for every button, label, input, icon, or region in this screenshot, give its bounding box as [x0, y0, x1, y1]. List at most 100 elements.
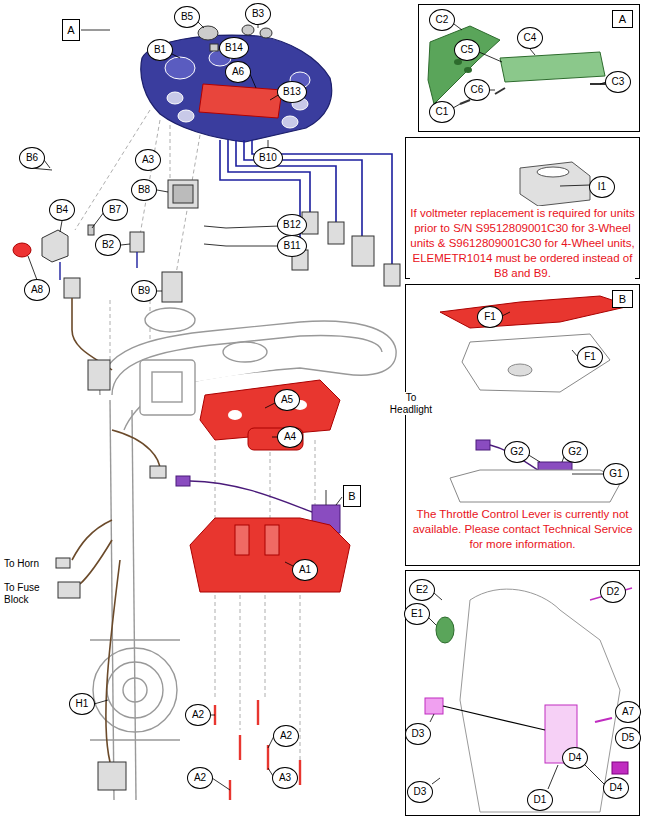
detail-key: B [343, 485, 361, 507]
callout-text: B4 [56, 205, 68, 215]
callout-text: B7 [109, 205, 121, 215]
wire-destination: To Headlight [385, 392, 437, 415]
inset-panel: A C2C4C5C1 C6 C3 [418, 4, 640, 132]
callout-number: G2 [504, 441, 530, 463]
callout-number: B1 [147, 39, 173, 61]
callout-text: C3 [612, 77, 625, 87]
callout-text: D2 [607, 587, 620, 597]
callout-text: D3 [412, 729, 425, 739]
callout-text: A7 [622, 707, 634, 717]
callout-text: F1 [584, 352, 596, 362]
callout-text: A8 [31, 285, 43, 295]
callout-text: B10 [259, 153, 277, 163]
callout-number: A2 [187, 767, 213, 789]
callout-number: E2 [409, 579, 435, 601]
callout-number: I1 [589, 176, 615, 198]
callout-number: A2 [185, 704, 211, 726]
callout-text: I1 [598, 182, 606, 192]
callout-number: A3 [272, 767, 298, 789]
callout-number: A1 [292, 559, 318, 581]
callout-number: F1 [577, 346, 603, 368]
callout-number: A5 [274, 389, 300, 411]
callout-text: D4 [610, 783, 623, 793]
callout-number: C4 [517, 27, 543, 49]
detail-key: A [612, 10, 633, 28]
callout-number: A7 [615, 701, 641, 723]
callout-text: A3 [279, 773, 291, 783]
wire-destination: To Horn [4, 558, 54, 570]
callout-text: A1 [299, 565, 311, 575]
callout-number: D4 [603, 777, 629, 799]
callout-text: G2 [510, 447, 523, 457]
callout-text: E2 [416, 585, 428, 595]
callout-text: C4 [524, 33, 537, 43]
callout-number: B6 [19, 147, 45, 169]
callout-number: F1 [477, 306, 503, 328]
callout-text: E1 [411, 609, 423, 619]
callout-text: C6 [471, 85, 484, 95]
callout-number: B13 [277, 81, 307, 103]
callout-text: A5 [281, 395, 293, 405]
note-text: The Throttle Control Lever is currently … [410, 507, 635, 552]
callout-text: B1 [154, 45, 166, 55]
callout-text: A2 [280, 731, 292, 741]
callout-text: C1 [436, 107, 449, 117]
callout-number: A3 [135, 149, 161, 171]
callout-number: H1 [69, 693, 95, 715]
callout-text: B2 [102, 240, 114, 250]
callout-text: A2 [194, 773, 206, 783]
callout-text: B8 [138, 185, 150, 195]
callout-text: B3 [252, 9, 264, 19]
callout-number: A8 [24, 279, 50, 301]
callout-text: B6 [26, 153, 38, 163]
note-text: If voltmeter replacement is required for… [410, 206, 635, 281]
callout-text: C5 [461, 45, 474, 55]
callout-text: G2 [568, 447, 581, 457]
callout-text: D3 [414, 787, 427, 797]
callout-number: A2 [273, 725, 299, 747]
callout-text: C2 [436, 15, 449, 25]
callout-text: A3 [142, 155, 154, 165]
callout-number: D3 [407, 781, 433, 803]
callout-number: C6 [464, 79, 490, 101]
callout-number: B7 [102, 199, 128, 221]
callout-number: C3 [605, 71, 631, 93]
callout-number: B2 [95, 234, 121, 256]
callout-number: A6 [225, 61, 251, 83]
callout-number: D2 [600, 581, 626, 603]
callout-number: C1 [429, 101, 455, 123]
callout-number: B4 [49, 199, 75, 221]
callout-number: C5 [454, 39, 480, 61]
callout-text: B [348, 490, 355, 502]
wire-destination: To Fuse Block [4, 582, 44, 605]
callout-number: E1 [404, 603, 430, 625]
callout-text: B13 [283, 87, 301, 97]
callout-number: B5 [174, 6, 200, 28]
callout-text: F1 [484, 312, 496, 322]
callout-text: A4 [284, 432, 296, 442]
inset-panel: B The Throttle Control Lever is currently… [405, 284, 640, 566]
inset-panel: E2E1D2D3D3A7D4D5D4D1 [405, 570, 640, 816]
callout-number: B14 [219, 37, 249, 59]
callout-text: A2 [192, 710, 204, 720]
callout-number: B3 [245, 3, 271, 25]
callout-number: D4 [562, 747, 588, 769]
inset-panel: If voltmeter replacement is required for… [405, 137, 640, 279]
callout-text: D1 [534, 795, 547, 805]
callout-text: B12 [283, 220, 301, 230]
callout-text: D4 [569, 753, 582, 763]
detail-key: B [612, 290, 633, 308]
callout-number: A4 [277, 426, 303, 448]
callout-text: A [67, 24, 74, 36]
callout-number: B8 [131, 179, 157, 201]
callout-number: D3 [405, 723, 431, 745]
callout-text: B5 [181, 12, 193, 22]
callout-number: B11 [277, 235, 307, 257]
callout-text: H1 [76, 699, 89, 709]
callout-text: B11 [283, 241, 300, 251]
callout-number: D1 [527, 789, 553, 811]
callout-number: B10 [253, 147, 283, 169]
callout-text: A6 [232, 67, 244, 77]
callout-text: B9 [138, 286, 150, 296]
